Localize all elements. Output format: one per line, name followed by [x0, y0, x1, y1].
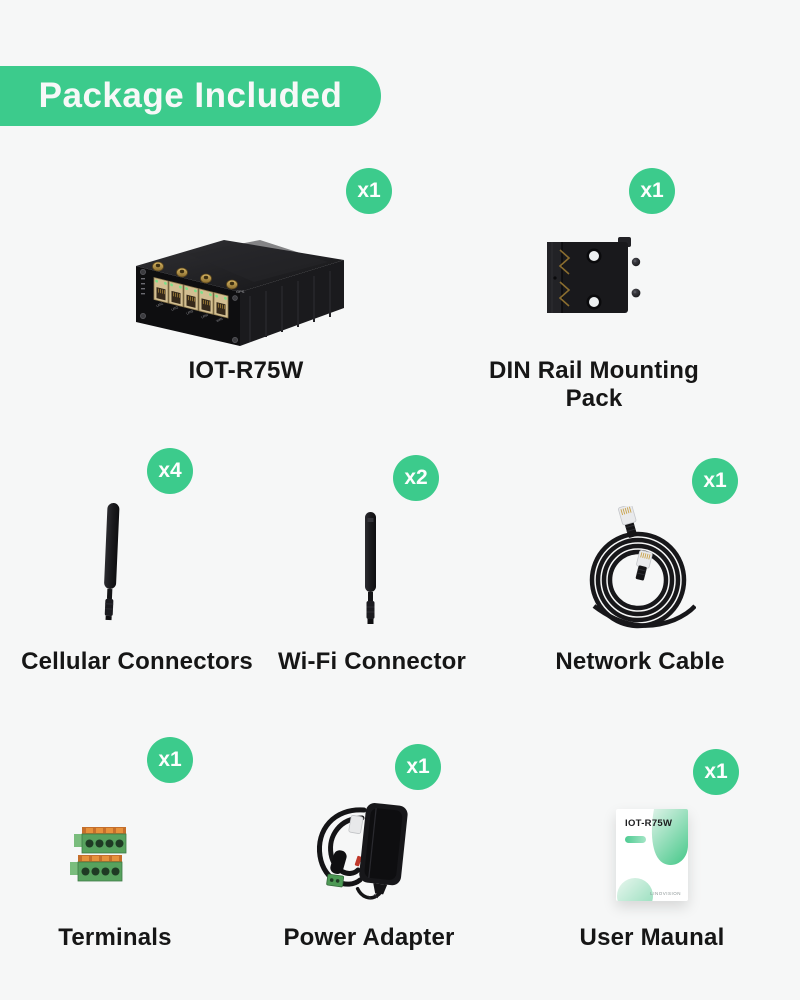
- label-manual: User Maunal: [579, 924, 725, 951]
- qty-badge-adapter: x1: [395, 744, 441, 790]
- antenna-connectors: [152, 261, 238, 290]
- power-adapter-image: [304, 790, 416, 906]
- qty-badge-router: x1: [346, 168, 392, 214]
- label-terminals: Terminals: [58, 924, 172, 951]
- svg-text:LAN3: LAN3: [185, 309, 194, 316]
- qty-badge-terminals: x1: [147, 737, 193, 783]
- header-banner: Package Included: [0, 66, 381, 126]
- user-manual-image: IOT-R75W LINOVISION: [616, 809, 688, 901]
- qty-badge-din-rail: x1: [629, 168, 675, 214]
- svg-text:LAN2: LAN2: [170, 305, 179, 312]
- din-rail-image: [540, 234, 646, 322]
- qty-badge-cellular: x4: [147, 448, 193, 494]
- ethernet-ports: LAN1 LAN2 LAN3: [153, 277, 229, 323]
- label-router: IOT-R75W: [188, 357, 304, 384]
- label-din-rail: DIN Rail Mounting Pack: [488, 357, 700, 412]
- router-gps-label: GPS: [236, 289, 245, 294]
- label-adapter: Power Adapter: [283, 924, 455, 951]
- network-cable-image: [578, 504, 697, 638]
- wifi-antenna-image: [352, 510, 388, 632]
- manual-badge-pill: [625, 836, 646, 843]
- label-cellular: Cellular Connectors: [21, 648, 253, 675]
- svg-text:WAN: WAN: [215, 316, 224, 323]
- manual-brand: LINOVISION: [650, 891, 681, 896]
- svg-text:LAN1: LAN1: [155, 301, 164, 308]
- label-cable: Network Cable: [555, 648, 725, 675]
- terminals-image: [68, 824, 146, 884]
- svg-text:LAN4: LAN4: [200, 313, 209, 320]
- cellular-antenna-image: [93, 500, 129, 626]
- qty-badge-cable: x1: [692, 458, 738, 504]
- label-wifi: Wi-Fi Connector: [277, 648, 467, 675]
- qty-badge-wifi: x2: [393, 455, 439, 501]
- page-title: Package Included: [38, 76, 343, 115]
- qty-badge-manual: x1: [693, 749, 739, 795]
- router-image: GPS LAN1 LAN: [128, 226, 356, 348]
- manual-title: IOT-R75W: [625, 818, 673, 829]
